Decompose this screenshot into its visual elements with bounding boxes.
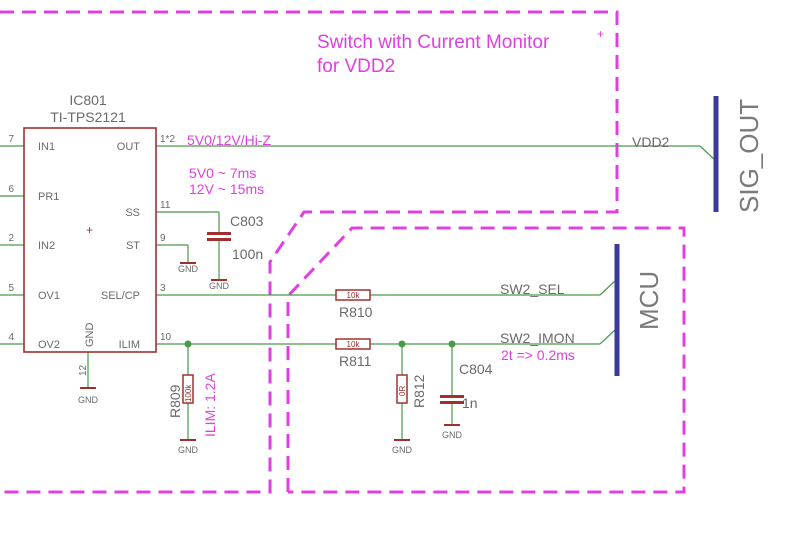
pin-pr1-name: PR1 xyxy=(38,191,59,203)
junctions xyxy=(184,340,456,348)
gnd-symbol-r812: GND xyxy=(392,439,413,455)
pin-in2-name: IN2 xyxy=(38,240,55,252)
resistor-r810: 10k R810 xyxy=(335,289,373,320)
pin-st-name: ST xyxy=(126,240,140,252)
ic801-symbol: IC801 TI-TPS2121 + 7 IN1 6 PR1 2 IN2 5 O… xyxy=(8,92,175,376)
switch-frame-subtitle: for VDD2 xyxy=(317,56,395,77)
r812-value: 0R xyxy=(398,386,407,396)
r811-value: 10k xyxy=(347,340,361,349)
pin-gnd-name: GND xyxy=(84,323,96,348)
ic-ref: IC801 xyxy=(69,92,107,108)
gnd-symbol-c804: GND xyxy=(442,424,463,440)
gnd-symbol-c803: GND xyxy=(209,279,230,291)
r809-value: 100k xyxy=(184,384,193,402)
junction-r812 xyxy=(398,340,406,348)
resistor-r811: 10k R811 xyxy=(335,338,372,369)
frame-mcu-interface xyxy=(286,226,686,494)
pin-gnd-num: 12 xyxy=(78,364,89,376)
r811-ref: R811 xyxy=(339,353,372,369)
r809-ref: R809 xyxy=(167,384,183,418)
c803-ref: C803 xyxy=(230,213,264,229)
port-sig-out: SIG_OUT xyxy=(713,96,764,213)
c804-value: 1n xyxy=(462,395,478,411)
mcu-label: MCU xyxy=(634,271,664,330)
note-ilim: ILIM: 1.2A xyxy=(202,373,218,437)
gnd-label-r809: GND xyxy=(178,445,199,455)
gnd-label-c804: GND xyxy=(442,430,463,440)
gnd-label-c803: GND xyxy=(209,281,230,291)
pin-out-num: 1*2 xyxy=(160,134,175,145)
ic-center-cross: + xyxy=(86,223,93,237)
gnd-label-r812: GND xyxy=(392,445,413,455)
pin-ov1-num: 5 xyxy=(8,283,14,294)
net-label-sw2-imon: SW2_IMON xyxy=(500,330,575,346)
switch-frame-title: Switch with Current Monitor xyxy=(317,32,550,53)
gnd-symbol-st: GND xyxy=(178,262,199,274)
port-mcu: MCU xyxy=(614,244,664,376)
r810-ref: R810 xyxy=(339,304,373,320)
pin-st-num: 9 xyxy=(160,233,166,244)
r810-value: 10k xyxy=(347,291,361,300)
pin-ov2-num: 4 xyxy=(8,332,14,343)
sig-out-label: SIG_OUT xyxy=(734,99,764,213)
capacitor-c804: C804 1n xyxy=(440,361,493,411)
junction-ilim xyxy=(184,340,192,348)
pin-ov1-name: OV1 xyxy=(38,290,60,302)
net-label-vdd2: VDD2 xyxy=(632,134,670,150)
capacitor-c803: C803 100n xyxy=(207,213,264,262)
note-imon-tc: 2t => 0.2ms xyxy=(501,347,575,363)
note-timing-5v: 5V0 ~ 7ms xyxy=(189,165,256,181)
junction-c804 xyxy=(448,340,456,348)
c803-value: 100n xyxy=(232,246,263,262)
pin-in2-num: 2 xyxy=(8,233,14,244)
resistor-r812: 0R R812 xyxy=(396,374,427,408)
pin-ss-num: 11 xyxy=(160,200,171,211)
pin-out-name: OUT xyxy=(117,141,141,153)
note-out-states: 5V0/12V/Hi-Z xyxy=(187,132,271,148)
origin-cross: + xyxy=(597,27,604,41)
pin-ilim-num: 10 xyxy=(160,332,172,343)
resistor-r809: 100k R809 xyxy=(167,374,194,418)
pin-pr1-num: 6 xyxy=(8,184,14,195)
r812-ref: R812 xyxy=(411,374,427,408)
gnd-symbol-ic: GND xyxy=(78,387,99,405)
gnd-label-ic: GND xyxy=(78,395,99,405)
pin-in1-num: 7 xyxy=(8,134,14,145)
gnd-label-st: GND xyxy=(178,264,199,274)
note-timing-12v: 12V ~ 15ms xyxy=(189,181,264,197)
pin-in1-name: IN1 xyxy=(38,141,55,153)
wires xyxy=(0,145,716,440)
frame-switch xyxy=(0,10,619,494)
pin-sel-num: 3 xyxy=(160,283,166,294)
gnd-symbol-r809: GND xyxy=(178,439,199,455)
pin-ss-name: SS xyxy=(125,207,140,219)
ic-part: TI-TPS2121 xyxy=(50,109,126,125)
pin-ov2-name: OV2 xyxy=(38,339,60,351)
c804-ref: C804 xyxy=(459,361,493,377)
pin-sel-name: SEL/CP xyxy=(101,290,140,302)
net-label-sw2-sel: SW2_SEL xyxy=(500,281,565,297)
pin-ilim-name: ILIM xyxy=(119,339,140,351)
